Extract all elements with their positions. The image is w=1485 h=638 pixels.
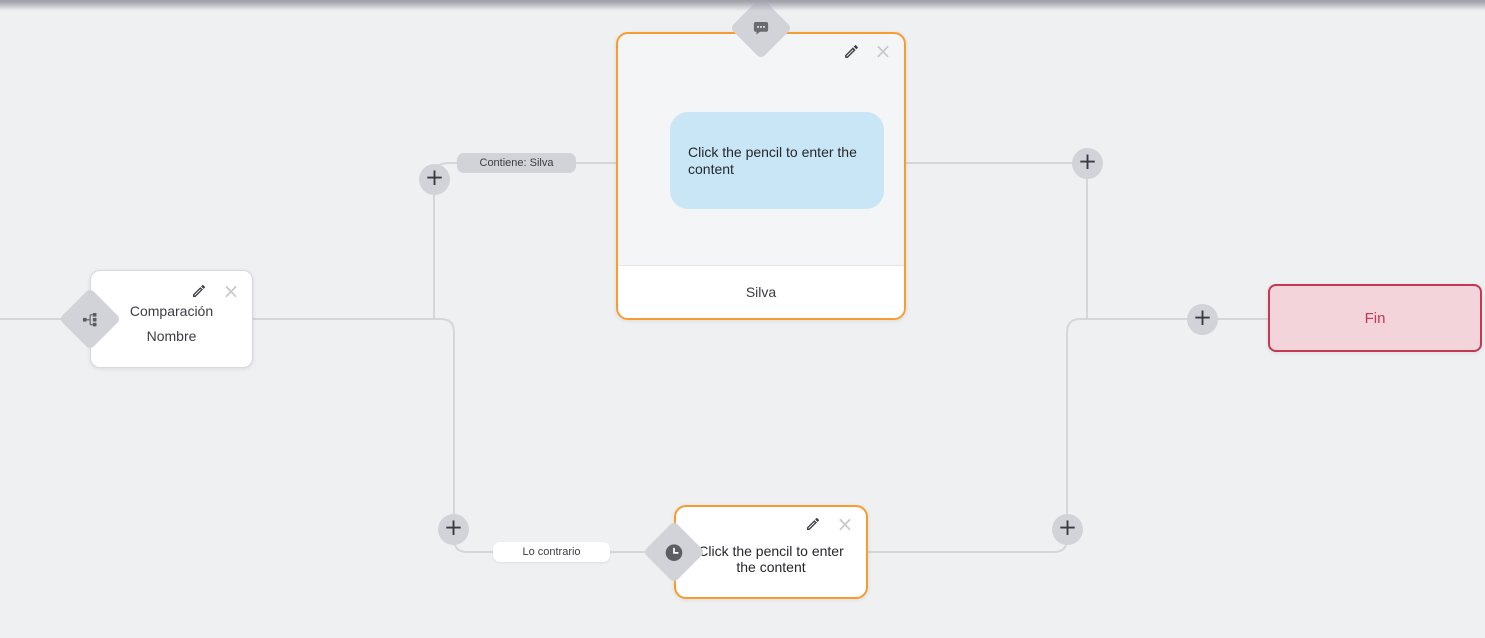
edge-label-contains[interactable]: Contiene: Silva	[457, 153, 576, 173]
end-node-label: Fin	[1364, 309, 1386, 327]
edge-message-to-merge	[905, 162, 1088, 319]
message-type-badge	[729, 0, 793, 60]
chat-bubble-icon	[752, 19, 770, 37]
add-node-button-bottom-right[interactable]: +	[1052, 514, 1083, 545]
message-bubble-text: Click the pencil to enter the content	[688, 143, 857, 177]
edit-pencil-icon[interactable]	[804, 515, 822, 533]
condition-subtitle: Nombre	[146, 328, 197, 344]
close-icon[interactable]: ×	[222, 279, 240, 303]
add-node-button-top-left[interactable]: +	[419, 164, 450, 195]
message-bubble: Click the pencil to enter the content	[670, 112, 884, 209]
plus-icon: +	[1057, 515, 1078, 541]
branch-sitemap-icon	[82, 311, 99, 328]
condition-type-badge	[58, 287, 122, 351]
edge-label-otherwise[interactable]: Lo contrario	[493, 542, 610, 562]
message-node[interactable]: × Click the pencil to enter the content …	[616, 32, 906, 320]
action-placeholder-text: Click the pencil to enter the content	[698, 543, 844, 575]
add-node-button-before-end[interactable]: +	[1187, 304, 1218, 335]
message-output-label: Silva	[745, 284, 777, 300]
condition-title: Comparación	[129, 303, 214, 319]
plus-icon: +	[424, 165, 445, 191]
add-node-button-top-right[interactable]: +	[1072, 148, 1103, 179]
edit-pencil-icon[interactable]	[842, 42, 860, 60]
close-icon[interactable]: ×	[874, 39, 892, 63]
close-icon[interactable]: ×	[836, 512, 854, 536]
add-node-button-bottom-left[interactable]: +	[438, 514, 469, 545]
end-node[interactable]: Fin	[1268, 284, 1482, 352]
edge-condition-to-message	[433, 162, 618, 319]
action-type-badge	[642, 520, 706, 584]
clock-icon	[664, 542, 685, 563]
action-node[interactable]: × Click the pencil to enter the content	[674, 505, 868, 599]
plus-icon: +	[1077, 149, 1098, 175]
edit-pencil-icon[interactable]	[190, 282, 208, 300]
edge-action-to-end	[866, 318, 1268, 553]
plus-icon: +	[443, 515, 464, 541]
plus-icon: +	[1192, 305, 1213, 331]
message-output-port[interactable]: Silva	[618, 265, 904, 318]
edge-condition-to-action	[253, 318, 662, 553]
